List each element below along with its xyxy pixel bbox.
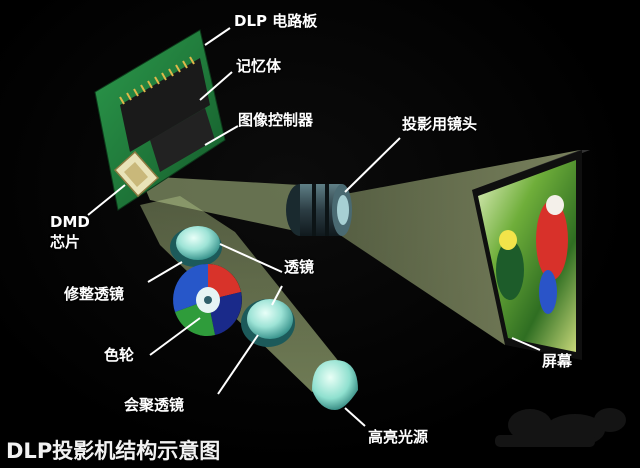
dark-smudge bbox=[495, 408, 626, 447]
label-trim-lens: 修整透镜 bbox=[64, 285, 125, 303]
label-light-source: 高亮光源 bbox=[368, 428, 429, 446]
leader-lines bbox=[87, 27, 541, 427]
label-projection-lens: 投影用镜头 bbox=[402, 115, 478, 133]
parrot-left bbox=[496, 240, 524, 300]
label-dmd-line2: 芯片 bbox=[50, 233, 81, 251]
leader-dmd bbox=[87, 184, 126, 216]
image-controller-chip bbox=[150, 108, 215, 172]
trim-lens bbox=[170, 226, 222, 267]
memory-chip bbox=[120, 58, 210, 152]
label-lens: 透镜 bbox=[284, 258, 315, 276]
projection-lens-assembly bbox=[286, 184, 352, 236]
leader-color-wheel bbox=[149, 317, 201, 356]
leader-light-source bbox=[344, 407, 366, 427]
label-screen: 屏幕 bbox=[542, 352, 573, 370]
condenser-lens bbox=[241, 299, 295, 347]
diagram-title: DLP投影机结构示意图 bbox=[6, 439, 221, 463]
label-condenser-lens: 会聚透镜 bbox=[124, 396, 185, 414]
label-dlp-board: DLP 电路板 bbox=[234, 12, 318, 30]
color-wheel bbox=[173, 263, 242, 336]
dmd-mirror-array bbox=[124, 162, 148, 187]
leader-screen bbox=[511, 337, 541, 351]
dmd-to-lens-beam bbox=[140, 176, 300, 232]
label-dmd-line1: DMD bbox=[50, 213, 90, 231]
memory-pins bbox=[119, 56, 195, 105]
leader-lens-2 bbox=[271, 285, 283, 306]
leader-trim-lens bbox=[147, 261, 183, 283]
leader-image-controller bbox=[204, 125, 239, 146]
leader-projection-lens bbox=[344, 137, 401, 193]
label-color-wheel: 色轮 bbox=[104, 346, 135, 364]
leader-dlp-board bbox=[204, 27, 231, 46]
label-image-controller: 图像控制器 bbox=[238, 111, 314, 129]
leader-lens bbox=[219, 243, 283, 273]
leader-condenser-lens bbox=[217, 334, 259, 395]
light-source-bulb bbox=[312, 360, 358, 410]
leader-memory bbox=[199, 71, 233, 101]
parrot-right bbox=[536, 200, 568, 280]
projection-screen bbox=[472, 150, 590, 360]
label-memory: 记忆体 bbox=[236, 57, 282, 75]
